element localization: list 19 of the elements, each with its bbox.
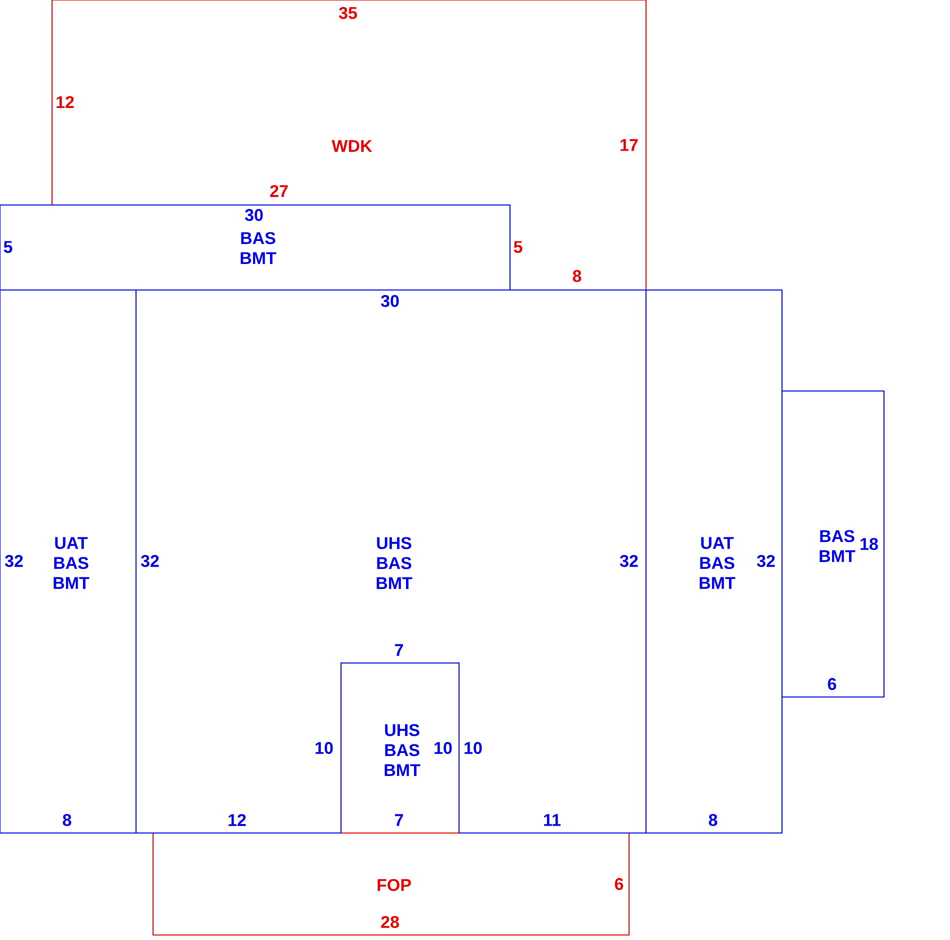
dimension-label: 30 <box>380 294 399 308</box>
dimension-label: 12 <box>56 96 74 108</box>
dimension-label: 5 <box>514 241 522 253</box>
dimension-label: 8 <box>708 814 718 826</box>
dimension-label: 10 <box>434 742 452 754</box>
dimension-label: 32 <box>756 554 775 568</box>
dimension-label: 28 <box>381 916 399 928</box>
dimension-label: 5 <box>4 241 12 253</box>
dimension-label: 7 <box>395 814 403 826</box>
dimension-label: 8 <box>62 814 72 826</box>
dimension-label: 6 <box>614 878 624 890</box>
dimension-label: 6 <box>828 678 836 690</box>
dimension-label: 32 <box>4 554 23 568</box>
dimension-label: 27 <box>270 185 288 197</box>
dimension-label: 8 <box>572 270 582 282</box>
dimension-label: 30 <box>244 208 263 222</box>
dimension-label: 35 <box>338 6 357 20</box>
dimension-label: 18 <box>860 538 878 550</box>
dimension-label: 17 <box>620 139 638 151</box>
